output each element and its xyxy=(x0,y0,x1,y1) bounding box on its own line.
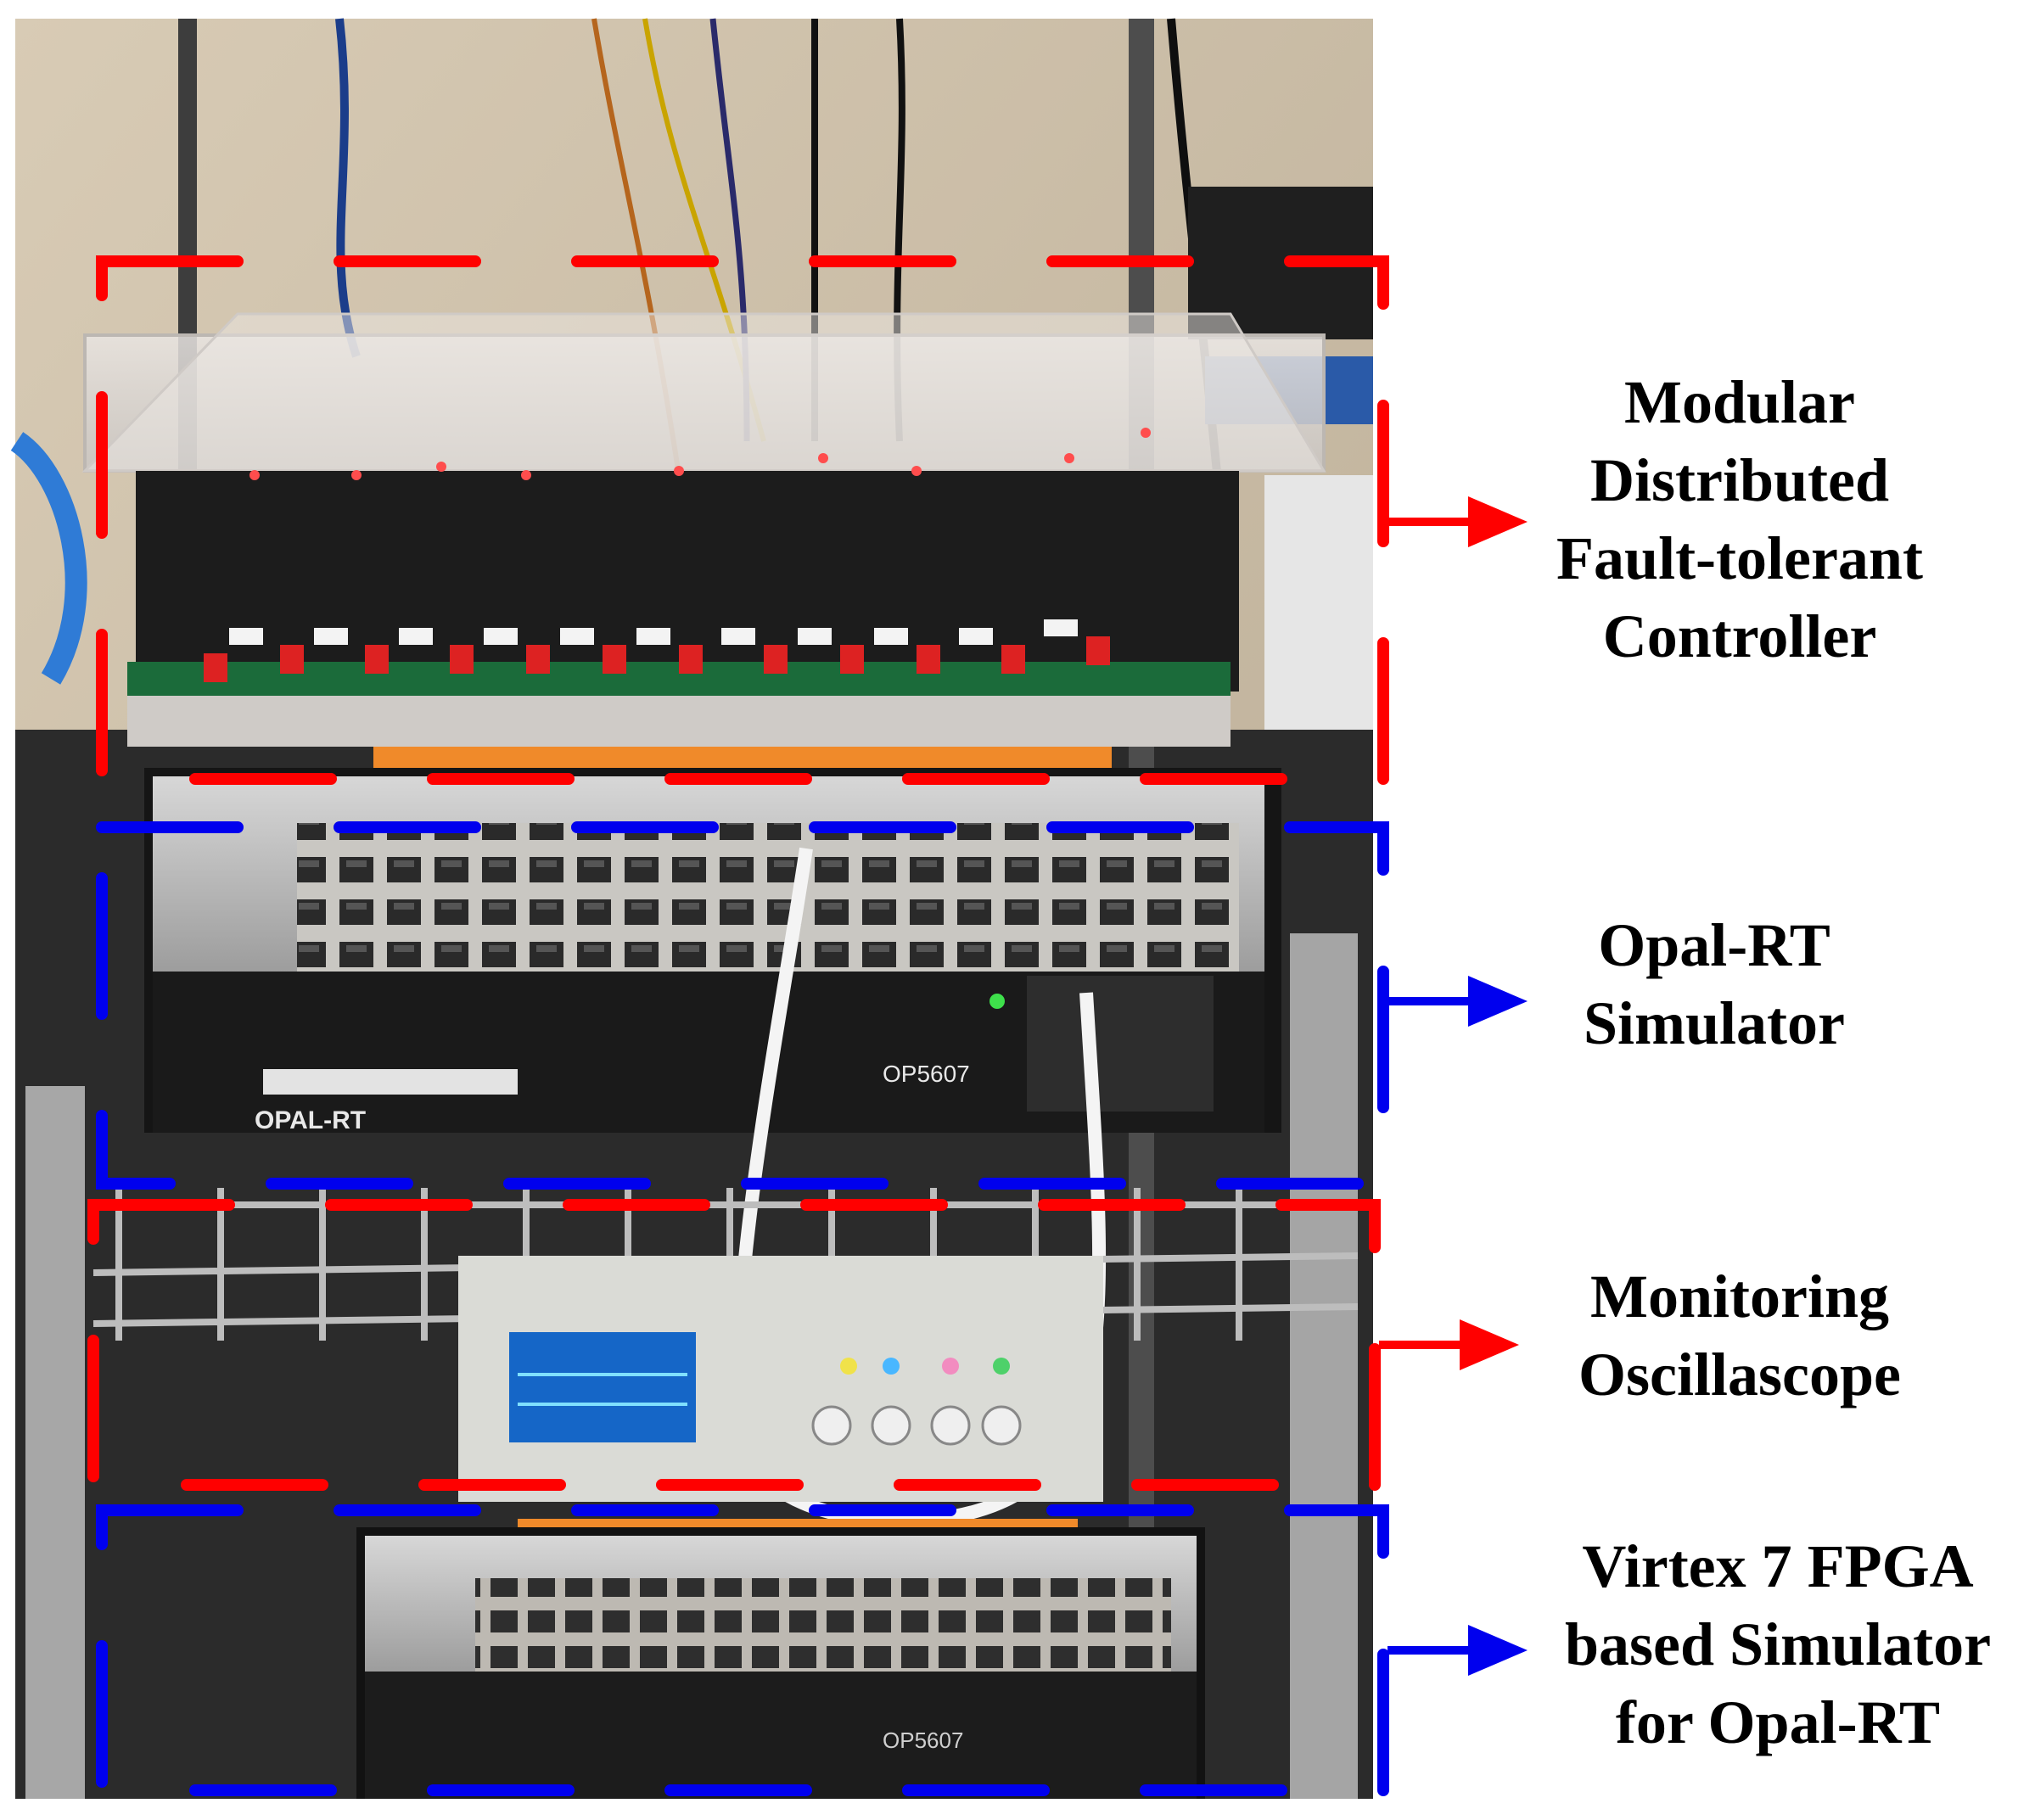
controller-box xyxy=(96,255,1389,785)
annotation-arrows xyxy=(1379,496,1528,1676)
fpga-simulator-photo: OP5607 xyxy=(356,1527,1205,1799)
opalrt-logo: OPAL-RT xyxy=(255,1106,366,1134)
fpga-arrow xyxy=(1388,1625,1528,1676)
oscilloscope-photo xyxy=(458,1256,1103,1570)
simulator-arrow xyxy=(1388,976,1528,1027)
fpga-label: Virtex 7 FPGA based Simulator for Opal-R… xyxy=(1564,1532,1992,1756)
controller-boards xyxy=(127,662,1231,747)
controller-label: Modular Distributed Fault-tolerant Contr… xyxy=(1556,368,1923,670)
model-label-top: OP5607 xyxy=(883,1061,970,1087)
controller-leds xyxy=(249,428,1151,480)
simulator-box xyxy=(96,821,1389,1190)
controller-arrow xyxy=(1388,496,1528,547)
annotation-boxes xyxy=(87,255,1389,1796)
model-label-bottom: OP5607 xyxy=(883,1728,963,1753)
simulator-label: Opal-RT Simulator xyxy=(1583,911,1845,1057)
oscilloscope-arrow xyxy=(1379,1319,1519,1370)
controller-photo xyxy=(81,312,1326,823)
fpga-box xyxy=(96,1504,1389,1796)
controller-switches xyxy=(204,619,1110,682)
oscilloscope-box xyxy=(87,1199,1381,1491)
oscilloscope-label: Monitoring Oscillascope xyxy=(1578,1263,1901,1408)
